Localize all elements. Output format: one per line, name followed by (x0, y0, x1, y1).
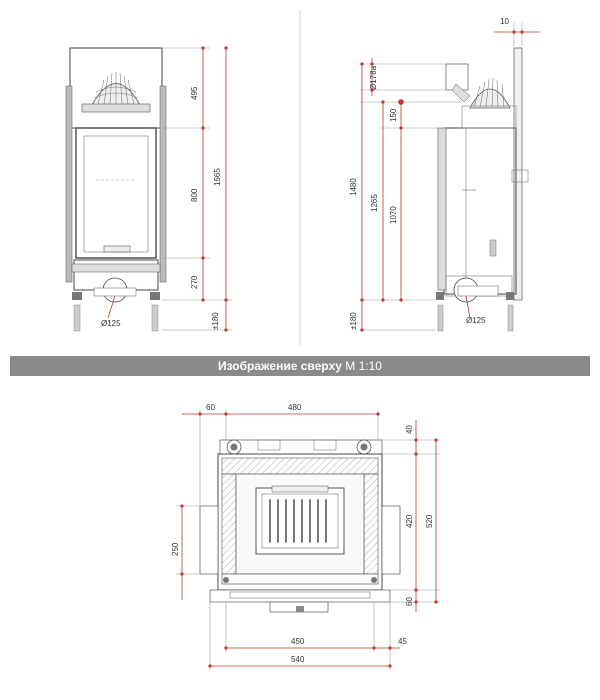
side-dim-1480: 1480 (349, 178, 358, 196)
side-dim-outlet: Ø178a (369, 65, 378, 90)
side-flue-label: Ø125 (466, 316, 486, 325)
front-dim-legs: ±180 (211, 312, 220, 330)
top-dim-540: 540 (291, 655, 305, 664)
side-dim-legs: ±180 (349, 312, 358, 330)
top-dim-60-right: 60 (405, 597, 414, 606)
top-dim-480: 480 (288, 403, 302, 412)
front-dim-1565: 1565 (213, 168, 222, 186)
side-dim-10: 10 (500, 17, 509, 26)
section-banner: Изображение сверху M 1:10 (10, 356, 590, 376)
top-dim-420: 420 (405, 514, 414, 528)
front-dim-800: 800 (190, 188, 199, 202)
side-dim-1070: 1070 (389, 206, 398, 224)
front-dim-270: 270 (190, 275, 199, 289)
front-view: 495 800 1565 270 ±180 Ø125 (65, 46, 232, 332)
front-flue-label: Ø125 (101, 319, 121, 328)
top-dim-450: 450 (291, 637, 305, 646)
top-dim-45: 45 (398, 637, 407, 646)
side-view: 10 Ø178a 150 1480 1265 1070 ±180 Ø125 (349, 17, 540, 332)
top-dim-250: 250 (171, 542, 180, 556)
front-dim-495: 495 (190, 86, 199, 100)
top-dim-60-left: 60 (206, 403, 215, 412)
side-dim-150: 150 (389, 108, 398, 122)
top-dim-40: 40 (405, 425, 414, 434)
top-dim-520: 520 (425, 514, 434, 528)
top-view: 60 480 40 420 520 60 250 (171, 403, 440, 670)
banner-scale: M 1:10 (345, 359, 382, 373)
banner-title: Изображение сверху (218, 359, 342, 373)
side-dim-1265: 1265 (370, 194, 379, 212)
